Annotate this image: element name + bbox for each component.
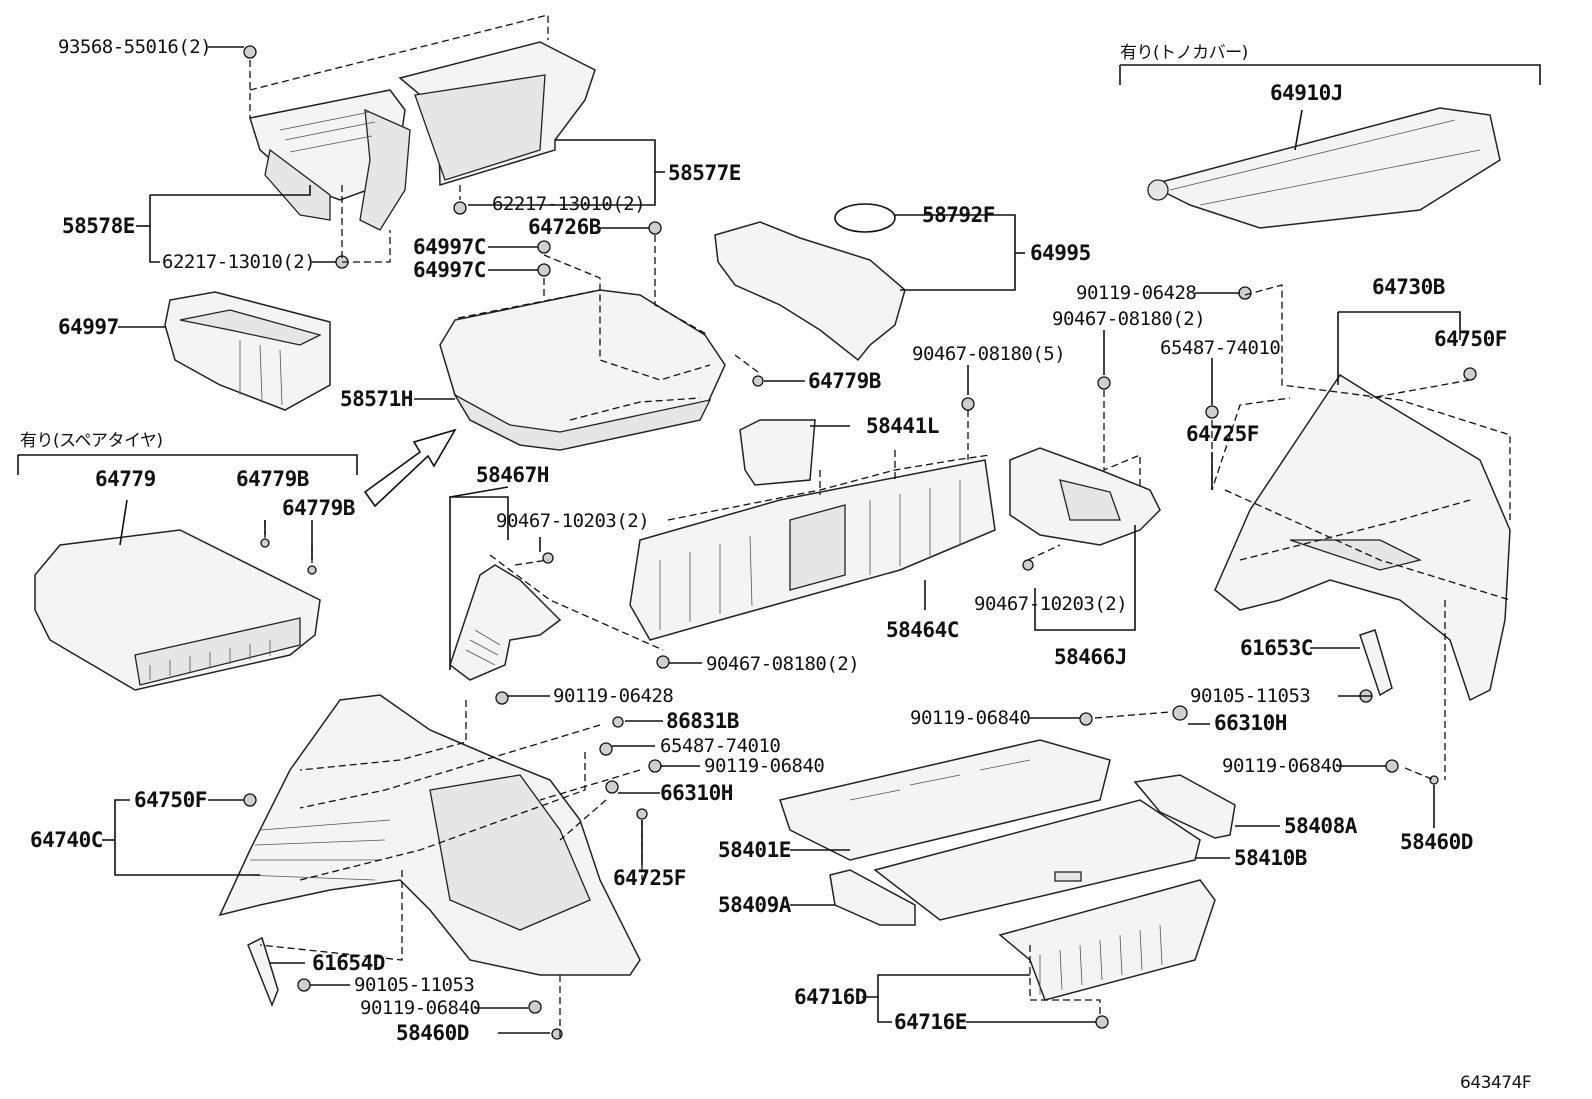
part-58466J-shape xyxy=(1009,447,1161,546)
label-90119-06840-left-top: 90119-06840 xyxy=(704,755,824,777)
label-64779B-top: 64779B xyxy=(808,369,881,393)
part-58467H-shape xyxy=(449,564,562,681)
label-61654D: 61654D xyxy=(312,951,385,975)
part-58408A-shape xyxy=(1133,774,1236,839)
label-58464C: 58464C xyxy=(886,618,959,642)
label-62217-13010-upper: 62217-13010(2) xyxy=(492,193,645,215)
label-65487-74010-right: 65487-74010 xyxy=(1160,337,1280,359)
part-58464C-shape xyxy=(629,459,996,641)
part-58577E-shape xyxy=(398,41,596,187)
label-58401E: 58401E xyxy=(718,838,791,862)
part-58578E-shape xyxy=(249,89,411,231)
label-64725F-left: 64725F xyxy=(613,866,686,890)
label-58460D-left: 58460D xyxy=(396,1021,469,1045)
label-90467-08180-2-right: 90467-08180(2) xyxy=(1052,308,1205,330)
label-64779B-b: 64779B xyxy=(282,496,355,520)
label-90105-11053-right: 90105-11053 xyxy=(1190,685,1310,707)
label-58409A: 58409A xyxy=(718,893,792,917)
label-64910J: 64910J xyxy=(1270,81,1343,105)
label-66310H-left: 66310H xyxy=(660,781,733,805)
label-65487-74010-left: 65487-74010 xyxy=(660,735,780,757)
label-58577E: 58577E xyxy=(668,161,741,185)
label-61653C: 61653C xyxy=(1240,636,1313,660)
label-spare-tire-option: 有り(スペアタイヤ) xyxy=(20,431,163,451)
assembly-dashed-lines xyxy=(249,14,1511,1040)
label-64730B: 64730B xyxy=(1372,275,1445,299)
label-90119-06840-mid: 90119-06840 xyxy=(910,707,1030,729)
label-58441L: 58441L xyxy=(866,414,939,438)
part-64997-shape xyxy=(164,291,331,411)
label-58466J: 58466J xyxy=(1054,645,1127,669)
label-64725F-right: 64725F xyxy=(1186,422,1259,446)
label-90119-06840-left-bot: 90119-06840 xyxy=(360,997,480,1019)
label-90119-06840-right: 90119-06840 xyxy=(1222,755,1342,777)
part-64779-shape xyxy=(34,529,321,691)
label-64779: 64779 xyxy=(95,467,156,491)
part-58410B-shape xyxy=(873,799,1201,921)
label-93568-55016: 93568-55016(2) xyxy=(58,36,211,58)
fastener-icons xyxy=(243,45,1477,1040)
label-64726B: 64726B xyxy=(528,215,601,239)
label-64716D: 64716D xyxy=(794,985,867,1009)
label-64740C: 64740C xyxy=(30,828,103,852)
part-58401E-shape xyxy=(779,739,1111,861)
label-58792F: 58792F xyxy=(922,203,995,227)
label-90119-06428-right: 90119-06428 xyxy=(1076,282,1196,304)
label-58460D-right: 58460D xyxy=(1400,830,1473,854)
part-64995-shape xyxy=(714,203,906,362)
label-90467-08180-2-mid: 90467-08180(2) xyxy=(706,653,859,675)
label-90105-11053-left: 90105-11053 xyxy=(354,974,474,996)
label-58408A: 58408A xyxy=(1284,814,1358,838)
label-58467H: 58467H xyxy=(476,463,549,487)
label-66310H-right: 66310H xyxy=(1214,711,1287,735)
label-64750F-right: 64750F xyxy=(1434,327,1507,351)
arrow-indicator xyxy=(363,428,457,508)
label-58578E: 58578E xyxy=(62,214,135,238)
part-labels: 93568-55016(2) 58577E 62217-13010(2) 585… xyxy=(20,36,1532,1093)
label-58571H: 58571H xyxy=(340,387,413,411)
label-tonneau-option: 有り(トノカバー) xyxy=(1120,43,1248,63)
part-58571H-shape xyxy=(439,289,726,451)
part-64910J-shape xyxy=(1147,107,1501,229)
label-62217-13010-lower: 62217-13010(2) xyxy=(162,251,315,273)
part-58441L-shape xyxy=(739,419,816,486)
part-61654D-shape xyxy=(247,936,279,1008)
label-64750F-left: 64750F xyxy=(134,788,207,812)
label-64716E: 64716E xyxy=(894,1010,967,1034)
label-64997: 64997 xyxy=(58,315,119,339)
label-90467-08180-5: 90467-08180(5) xyxy=(912,343,1065,365)
label-58410B: 58410B xyxy=(1234,846,1307,870)
label-64997C-a: 64997C xyxy=(413,235,486,259)
label-diagram-code: 643474F xyxy=(1460,1073,1531,1093)
label-90467-10203-right: 90467-10203(2) xyxy=(974,593,1127,615)
label-90119-06428-left: 90119-06428 xyxy=(553,685,673,707)
label-90467-10203-left: 90467-10203(2) xyxy=(496,510,649,532)
part-64740C-shape xyxy=(218,694,641,976)
label-64779B-a: 64779B xyxy=(236,467,309,491)
label-86831B: 86831B xyxy=(666,709,739,733)
leader-lines xyxy=(17,46,1541,1034)
label-64997C-b: 64997C xyxy=(413,258,486,282)
part-61653C-shape xyxy=(1359,629,1393,697)
label-64995: 64995 xyxy=(1030,241,1091,265)
